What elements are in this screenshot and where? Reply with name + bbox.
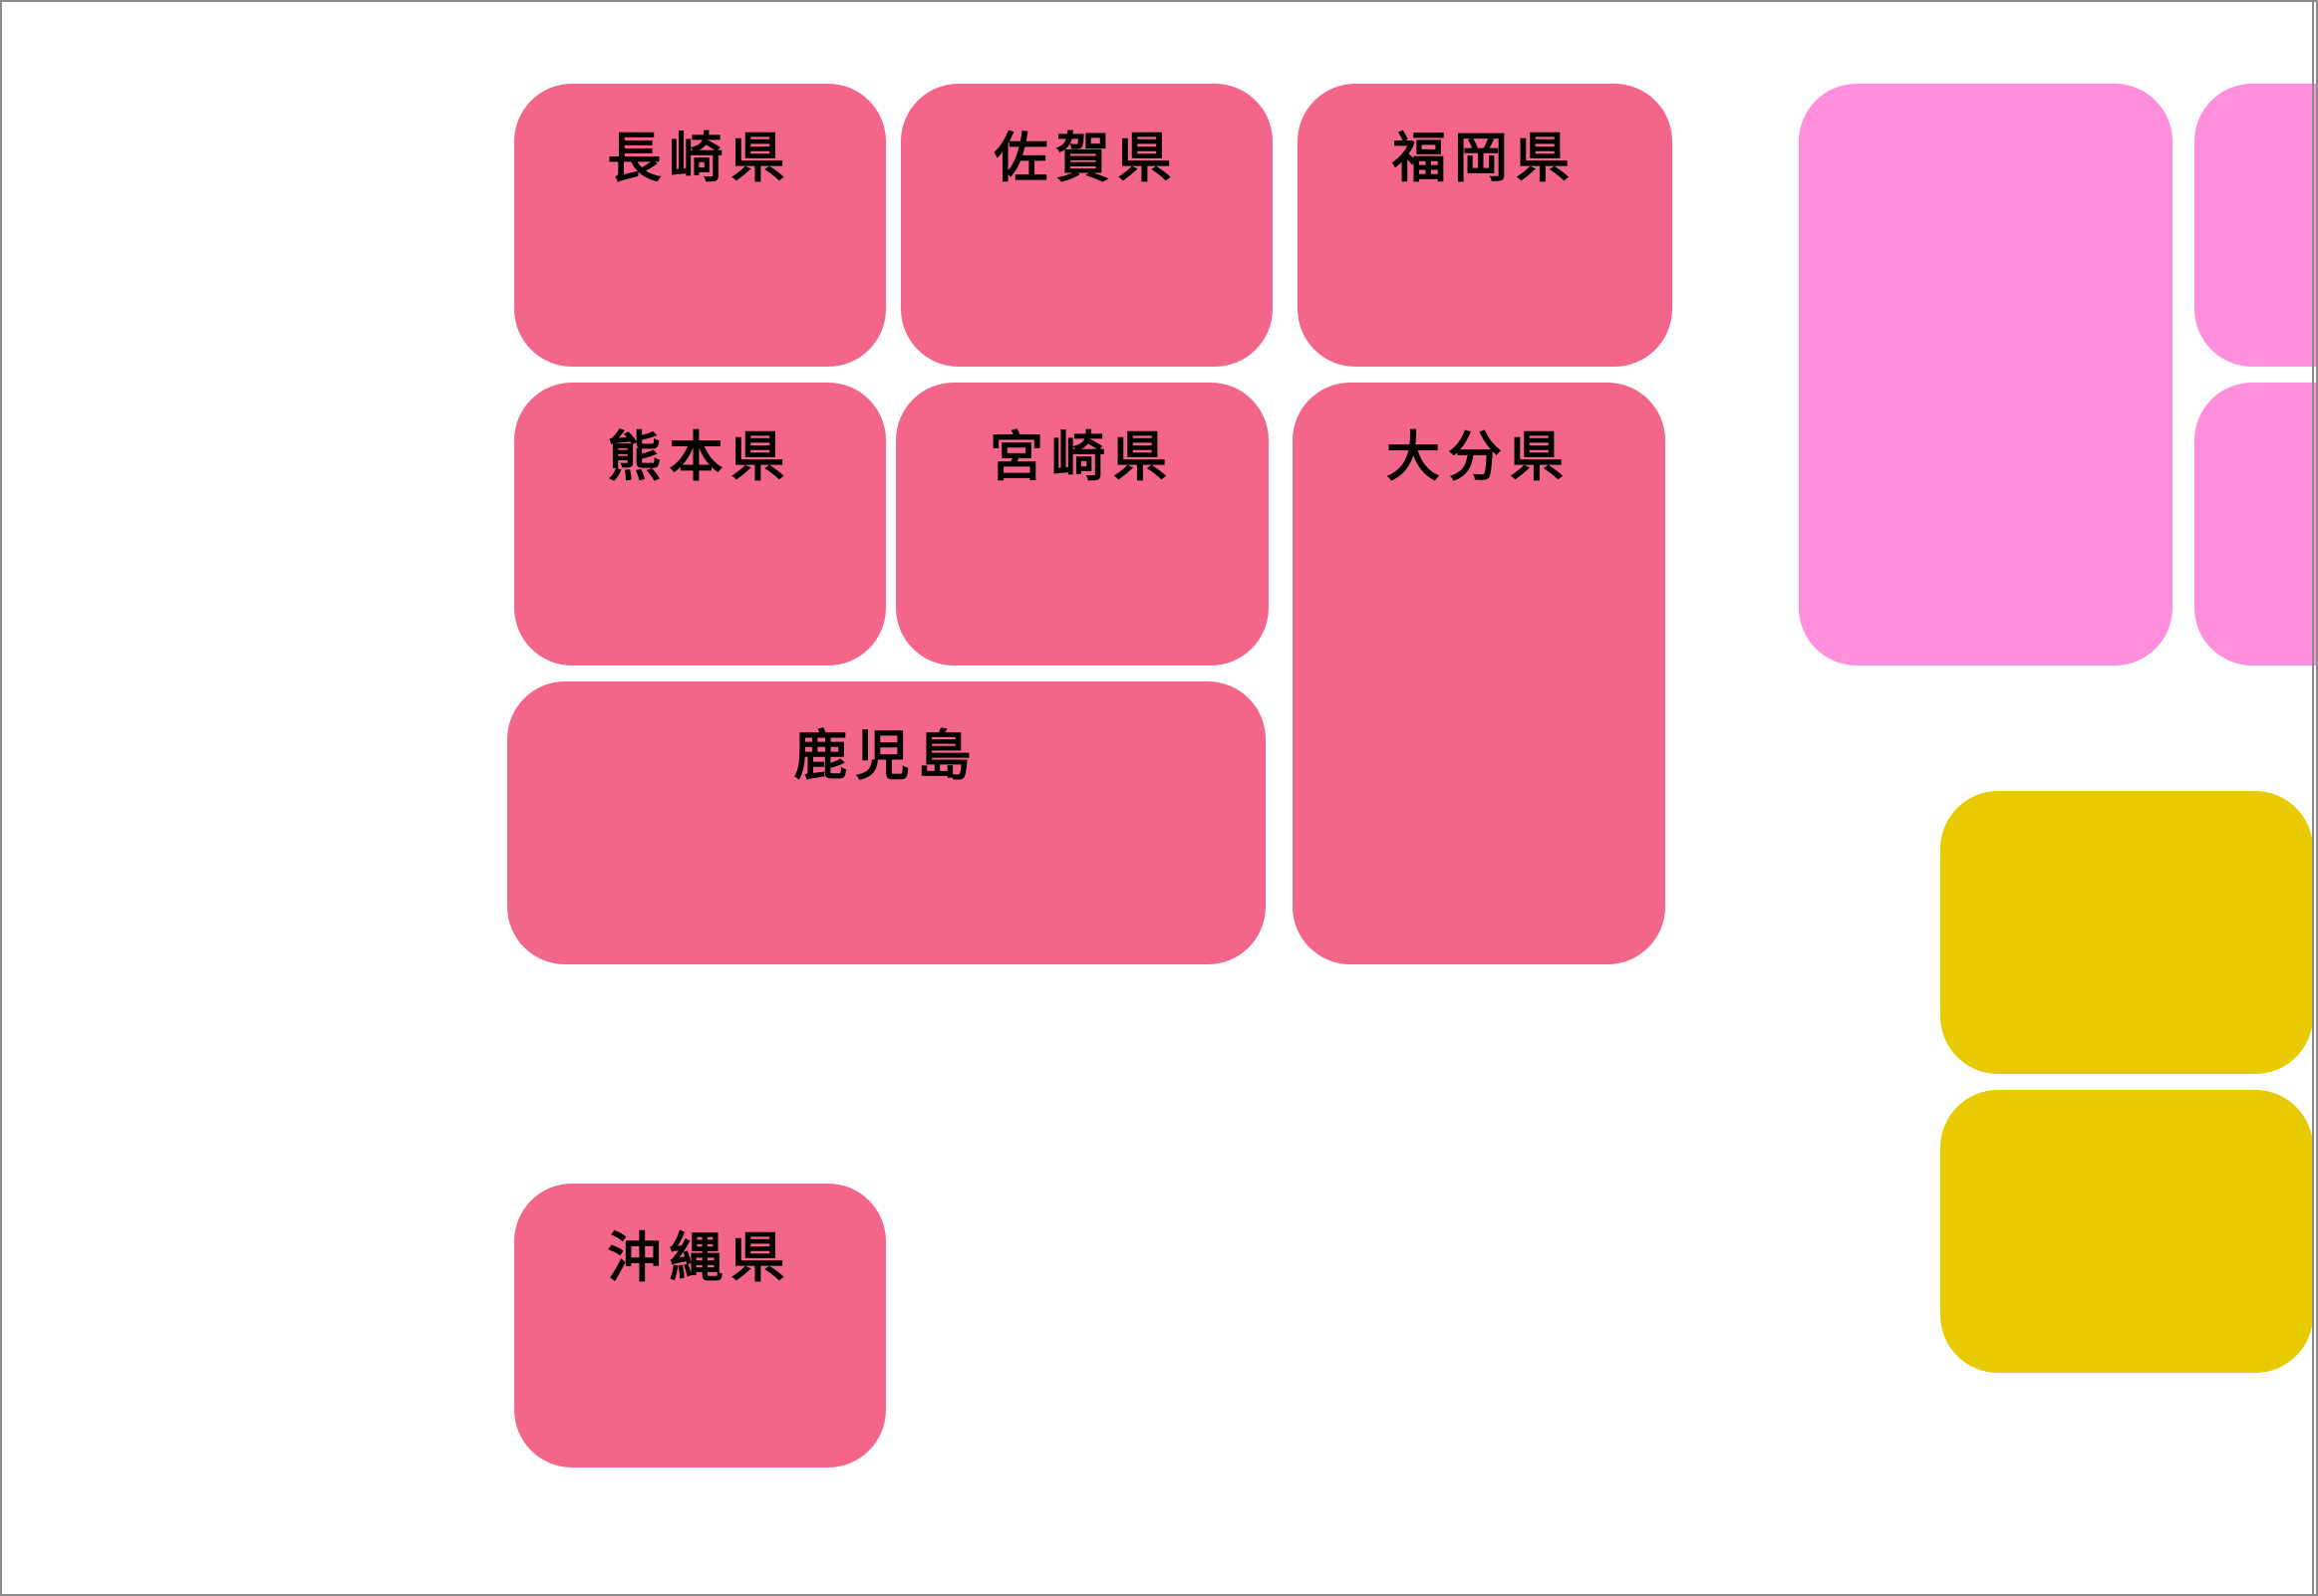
tile-label-fukuoka: 福岡県 xyxy=(1392,127,1578,189)
tile-label-okinawa: 沖縄県 xyxy=(607,1226,793,1289)
tile-label-kumamoto: 熊本県 xyxy=(607,425,793,488)
tile-nagasaki[interactable]: 長崎県 xyxy=(514,84,886,367)
tile-chugoku-lower[interactable] xyxy=(1940,1090,2313,1373)
tile-miyazaki[interactable]: 宮崎県 xyxy=(896,383,1269,665)
tile-saga[interactable]: 佐賀県 xyxy=(901,84,1273,367)
frame-divider-line xyxy=(2312,2,2314,1594)
tile-shikoku-top-right[interactable] xyxy=(2194,84,2316,367)
tile-kumamoto[interactable]: 熊本県 xyxy=(514,383,886,665)
tile-kagoshima[interactable]: 鹿児島 xyxy=(507,681,1266,964)
tile-fukuoka[interactable]: 福岡県 xyxy=(1298,84,1672,367)
tile-label-kagoshima: 鹿児島 xyxy=(793,724,980,787)
tile-shikoku-large[interactable] xyxy=(1799,84,2173,665)
tile-oita[interactable]: 大分県 xyxy=(1293,383,1665,964)
tile-label-saga: 佐賀県 xyxy=(994,127,1180,189)
tile-shikoku-bottom-right[interactable] xyxy=(2194,383,2316,665)
tile-label-nagasaki: 長崎県 xyxy=(607,127,793,189)
tile-okinawa[interactable]: 沖縄県 xyxy=(514,1184,886,1467)
tile-chugoku-upper[interactable] xyxy=(1940,791,2313,1074)
tile-label-oita: 大分県 xyxy=(1386,425,1572,488)
tile-label-miyazaki: 宮崎県 xyxy=(990,425,1175,488)
